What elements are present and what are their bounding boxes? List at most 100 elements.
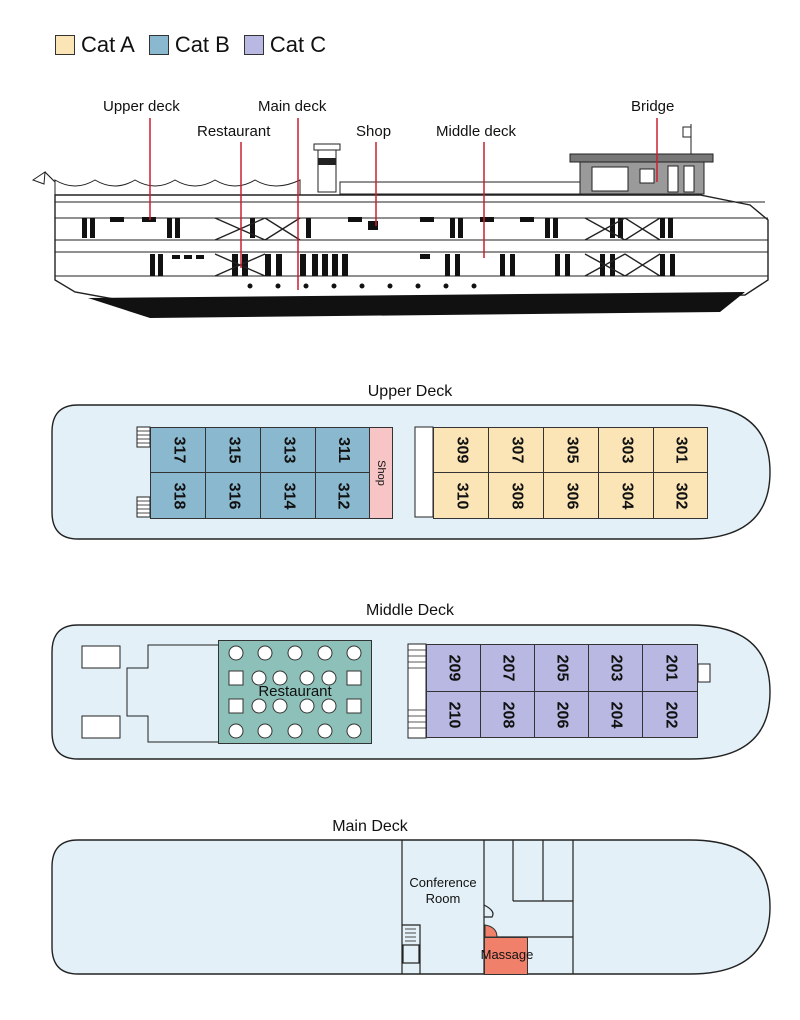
cabin-number: 203: [607, 654, 625, 682]
label-shop: Shop: [356, 123, 392, 140]
cabin-316[interactable]: 316: [205, 472, 261, 519]
cabin-310[interactable]: 310: [433, 472, 489, 519]
cabin-306[interactable]: 306: [543, 472, 599, 519]
cabin-number: 209: [445, 654, 463, 682]
cabin-number: 309: [452, 436, 470, 464]
cabin-number: 310: [452, 482, 470, 509]
legend-label: Cat C: [269, 32, 327, 57]
cabin-207[interactable]: 207: [480, 644, 535, 692]
conference-room-label: Conference Room: [409, 875, 477, 906]
dining-tables-icon: [228, 645, 362, 739]
label-middle-deck: Middle deck: [436, 123, 517, 140]
cabin-number: 202: [661, 701, 679, 728]
upper-aft-cabin-block: 317 315 313 311 318 316 314 312: [150, 427, 370, 519]
cabin-303[interactable]: 303: [598, 427, 654, 473]
label-bridge: Bridge: [631, 98, 675, 115]
cabin-205[interactable]: 205: [534, 644, 589, 692]
cabin-318[interactable]: 318: [150, 472, 206, 519]
sun-deck-awning: [54, 179, 301, 196]
cabin-number: 302: [672, 482, 690, 509]
ship-hull-outline: [54, 194, 769, 303]
restaurant-label: Restaurant: [258, 683, 332, 700]
cabin-206[interactable]: 206: [534, 691, 589, 738]
cabin-number: 204: [607, 701, 625, 728]
restaurant-room[interactable]: Restaurant: [218, 640, 372, 744]
cabin-number: 308: [507, 482, 525, 509]
massage-label: Massage: [480, 947, 534, 962]
cabin-number: 303: [617, 436, 635, 464]
upper-deck-title: Upper Deck: [367, 383, 453, 400]
upper-windows: [82, 217, 673, 238]
cabin-number: 304: [617, 482, 635, 509]
cabin-314[interactable]: 314: [260, 472, 316, 519]
legend-cat-b: Cat B: [148, 32, 230, 58]
legend: Cat A Cat B Cat C: [55, 32, 340, 58]
stern-flag-icon: [31, 171, 56, 185]
cabin-number: 208: [499, 701, 517, 728]
cabin-301[interactable]: 301: [653, 427, 708, 473]
cabin-317[interactable]: 317: [150, 427, 206, 473]
cross-bracing: [214, 217, 661, 277]
cabin-number: 210: [445, 701, 463, 728]
cabin-311[interactable]: 311: [315, 427, 370, 473]
cabin-number: 313: [279, 436, 297, 464]
cabin-202[interactable]: 202: [642, 691, 698, 738]
label-upper-deck: Upper deck: [103, 98, 180, 115]
middle-cabin-block: 209 207 205 203 201 210 208 206 204 202: [426, 644, 698, 738]
cabin-307[interactable]: 307: [488, 427, 544, 473]
bridge-house: [569, 124, 714, 195]
cabin-number: 318: [169, 482, 187, 509]
cabin-number: 305: [562, 436, 580, 464]
portholes: [247, 283, 477, 289]
main-deck-outline: [51, 839, 771, 975]
cabin-308[interactable]: 308: [488, 472, 544, 519]
cabin-number: 312: [334, 482, 352, 509]
cabin-302[interactable]: 302: [653, 472, 708, 519]
funnel: [313, 143, 341, 193]
ship-profile: [31, 118, 769, 318]
cabin-210[interactable]: 210: [426, 691, 481, 738]
cabin-313[interactable]: 313: [260, 427, 316, 473]
door-icon: [484, 924, 498, 938]
cabin-203[interactable]: 203: [588, 644, 643, 692]
cabin-304[interactable]: 304: [598, 472, 654, 519]
cabin-number: 205: [553, 654, 571, 682]
cabin-309[interactable]: 309: [433, 427, 489, 473]
cabin-number: 307: [507, 436, 525, 464]
cabin-315[interactable]: 315: [205, 427, 261, 473]
cabin-201[interactable]: 201: [642, 644, 698, 692]
cabin-number: 206: [553, 701, 571, 728]
shop-room[interactable]: Shop: [369, 427, 393, 519]
cabin-208[interactable]: 208: [480, 691, 535, 738]
cabin-number: 311: [334, 437, 352, 463]
cabin-number: 306: [562, 482, 580, 509]
upper-fwd-cabin-block: 309 307 305 303 301 310 308 306 304 302: [433, 427, 708, 519]
cabin-305[interactable]: 305: [543, 427, 599, 473]
cabin-204[interactable]: 204: [588, 691, 643, 738]
label-pointers: [149, 118, 658, 290]
legend-cat-c: Cat C: [243, 32, 327, 58]
middle-deck-title: Middle Deck: [365, 602, 455, 619]
legend-label: Cat B: [174, 32, 230, 57]
cabin-number: 317: [169, 436, 187, 464]
cabin-209[interactable]: 209: [426, 644, 481, 692]
cabin-number: 207: [499, 654, 517, 682]
cabin-number: 315: [224, 436, 242, 464]
cabin-312[interactable]: 312: [315, 472, 370, 519]
legend-label: Cat A: [81, 32, 135, 57]
legend-cat-a: Cat A: [55, 32, 135, 58]
shop-label: Shop: [375, 460, 388, 486]
hull-waterline: [88, 292, 745, 318]
cabin-number: 201: [661, 654, 679, 682]
cat-a-swatch: [55, 35, 75, 55]
cabin-number: 301: [672, 436, 690, 464]
massage-room[interactable]: [484, 937, 528, 975]
cabin-number: 316: [224, 482, 242, 509]
cabin-number: 314: [279, 482, 297, 509]
main-deck-title: Main Deck: [332, 818, 408, 835]
lower-windows: [150, 254, 675, 276]
label-main-deck: Main deck: [258, 98, 327, 115]
label-restaurant: Restaurant: [197, 123, 271, 140]
cat-c-swatch: [243, 35, 264, 55]
cat-b-swatch: [148, 35, 169, 55]
